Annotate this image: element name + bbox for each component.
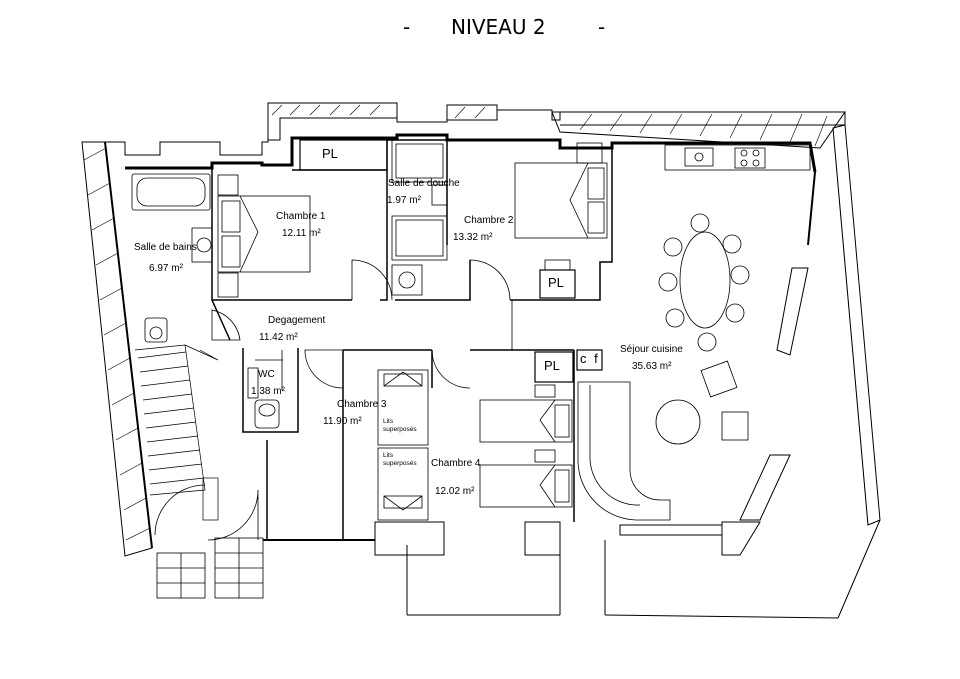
exterior-walls bbox=[81, 102, 881, 619]
room-chambre-1-area: 12.11 m² bbox=[282, 228, 321, 239]
room-chambre-3-area: 11.90 m² bbox=[323, 416, 362, 427]
bunk-beds bbox=[377, 369, 429, 521]
title-dash-right: - bbox=[598, 15, 606, 39]
plan-title: - NIVEAU 2 - bbox=[0, 15, 960, 45]
closet-label-chambre-4: PL bbox=[544, 358, 560, 373]
bunk-upper-line2: superposés bbox=[383, 426, 417, 433]
closet-label-top: PL bbox=[322, 146, 338, 161]
closet-frames bbox=[299, 139, 603, 383]
bed-chambre-2 bbox=[514, 142, 608, 271]
dining-table bbox=[658, 213, 750, 352]
room-chambre-4-area: 12.02 m² bbox=[435, 486, 475, 497]
room-salle-de-douche-area: 1.97 m² bbox=[387, 195, 421, 206]
armchairs bbox=[700, 360, 749, 441]
room-wc-area: 1.38 m² bbox=[251, 386, 285, 397]
room-chambre-2-area: 13.32 m² bbox=[453, 232, 493, 243]
closet-label-chambre-2: PL bbox=[548, 275, 564, 290]
room-sejour-cuisine-area: 35.63 m² bbox=[632, 361, 672, 372]
room-salle-de-bains-area: 6.97 m² bbox=[149, 263, 183, 274]
room-chambre-4-name: Chambre 4 bbox=[431, 458, 481, 469]
coffee-table bbox=[655, 399, 701, 445]
room-chambre-2-name: Chambre 2 bbox=[464, 215, 514, 226]
bunk-lower-line1: Lits bbox=[383, 452, 394, 459]
toilet-bath bbox=[144, 317, 168, 343]
room-wc-name: WC bbox=[258, 369, 275, 380]
title-dash-left: - bbox=[403, 15, 411, 39]
shower-trays bbox=[391, 139, 448, 296]
doors bbox=[154, 259, 511, 541]
room-chambre-1-name: Chambre 1 bbox=[276, 211, 326, 222]
sofa bbox=[577, 381, 671, 521]
beds-chambre-4 bbox=[479, 384, 573, 508]
bunk-upper-line1: Lits bbox=[383, 418, 394, 425]
washbasin bbox=[191, 227, 213, 263]
room-chambre-3-name: Chambre 3 bbox=[337, 399, 387, 410]
staircase bbox=[134, 344, 219, 521]
kitchen-counter bbox=[664, 144, 811, 171]
interior-walls bbox=[211, 138, 613, 540]
room-degagement-name: Degagement bbox=[268, 315, 326, 326]
bed-chambre-1 bbox=[217, 174, 311, 298]
bathtub bbox=[131, 173, 211, 211]
bunk-lower-line2: superposés bbox=[383, 460, 417, 467]
skylights bbox=[156, 537, 264, 599]
title-text: NIVEAU 2 bbox=[451, 15, 546, 39]
wc-toilet bbox=[247, 359, 283, 429]
room-salle-de-bains-name: Salle de bains bbox=[134, 242, 197, 253]
room-salle-de-douche-name: Salle de douche bbox=[388, 178, 460, 189]
room-sejour-cuisine-name: Séjour cuisine bbox=[620, 344, 683, 355]
closet-label-cf: c f bbox=[580, 351, 600, 366]
room-degagement-area: 11.42 m² bbox=[259, 332, 298, 343]
